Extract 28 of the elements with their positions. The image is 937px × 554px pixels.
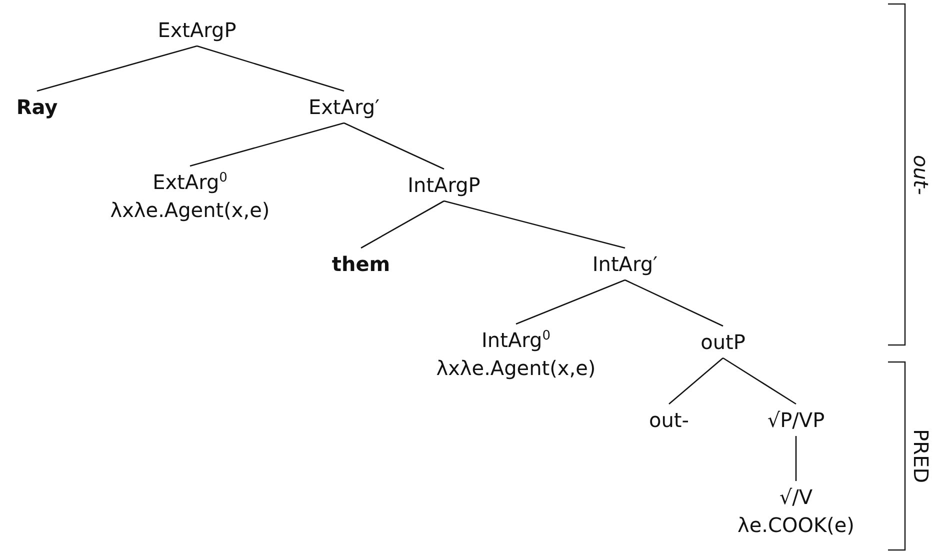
semantic-formula: λxλe.Agent(x,e) [436,355,596,382]
tree-branch [36,45,198,92]
tree-node-label: Ray [16,93,58,121]
tree-node-label: them [332,250,390,278]
tree-node-label: ExtArg′ [308,93,380,121]
tree-node-label: IntArg′ [592,250,658,278]
tree-node-label: out- [649,406,689,434]
tree-branch [624,279,724,327]
tree-branch [196,45,344,92]
tree-node-label: √P/VP [767,406,825,434]
category-label: IntArg$^{0}$ [480,327,552,354]
tree-branch [444,200,626,249]
bracket-label: out- [909,155,933,195]
tree-branch [344,122,444,170]
tree-branch [795,436,797,481]
semantic-formula: λe.COOK(e) [738,512,854,539]
tree-branch [190,122,344,167]
category-label: ExtArg$^{0}$ [152,169,228,196]
semantic-formula: λxλe.Agent(x,e) [110,197,270,224]
tree-branch [668,358,724,404]
category-label: √/V [778,484,814,511]
tree-node-label: ExtArgP [158,16,236,44]
tree-branch [516,279,626,325]
tree-node-label: outP [700,328,746,356]
tree-branch [360,200,444,249]
tree-branch [722,357,796,405]
tree-node-label: IntArgP [408,171,480,199]
bracket-label: PRED [909,429,933,483]
